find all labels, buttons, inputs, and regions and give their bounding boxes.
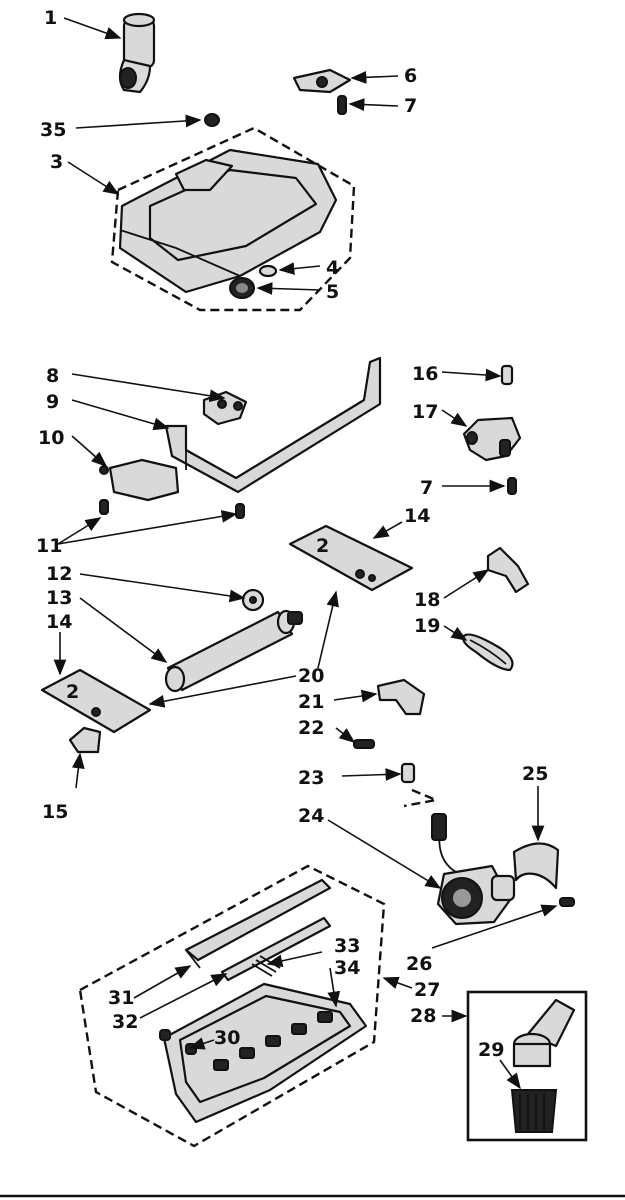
callout-30: 30 bbox=[214, 1027, 240, 1049]
part-4-knob bbox=[258, 264, 278, 278]
callout-12: 12 bbox=[46, 563, 72, 585]
part-21-block bbox=[376, 678, 426, 716]
part-11-screws bbox=[99, 499, 245, 519]
callout-27: 27 bbox=[414, 979, 440, 1001]
part-26-screw bbox=[559, 897, 575, 907]
part-16-screw bbox=[500, 364, 514, 386]
callout-33: 33 bbox=[334, 935, 360, 957]
callout-31: 31 bbox=[108, 987, 134, 1009]
part-29-dusting-brush bbox=[510, 998, 576, 1133]
callout-24: 24 bbox=[298, 805, 324, 827]
callout-labels: 1 35 3 6 7 4 5 8 9 10 11 16 17 7 14 12 1… bbox=[36, 7, 548, 1061]
callout-20: 20 bbox=[298, 665, 324, 687]
part-22-pin bbox=[353, 739, 375, 749]
part-12-bearing bbox=[241, 588, 265, 612]
callout-14-upper: 14 bbox=[404, 505, 430, 527]
part-3-hood bbox=[110, 126, 356, 312]
callout-13: 13 bbox=[46, 587, 72, 609]
part-15-latch bbox=[68, 726, 102, 754]
part-27-base-plate bbox=[78, 864, 386, 1148]
part-14-plate-lower: 2 bbox=[40, 668, 152, 734]
callout-17: 17 bbox=[412, 401, 438, 423]
part-23-clip bbox=[400, 762, 416, 784]
callout-26: 26 bbox=[406, 953, 432, 975]
callout-32: 32 bbox=[112, 1011, 138, 1033]
part-28-tool-box bbox=[466, 990, 588, 1142]
callout-8: 8 bbox=[46, 365, 59, 387]
callout-7-top: 7 bbox=[404, 95, 417, 117]
callout-1: 1 bbox=[44, 7, 57, 29]
part-35-nut bbox=[204, 113, 220, 127]
callout-3: 3 bbox=[50, 151, 63, 173]
part-13-brush-roll bbox=[164, 609, 303, 693]
part-19-belt bbox=[462, 633, 514, 672]
callout-14-lower: 14 bbox=[46, 611, 72, 633]
callout-16: 16 bbox=[412, 363, 438, 385]
callout-25: 25 bbox=[522, 763, 548, 785]
part-7-screw-top bbox=[337, 95, 347, 115]
callout-9: 9 bbox=[46, 391, 59, 413]
callout-35: 35 bbox=[40, 119, 66, 141]
callout-23: 23 bbox=[298, 767, 324, 789]
callout-29: 29 bbox=[478, 1039, 504, 1061]
callout-11: 11 bbox=[36, 535, 62, 557]
part-14-plate-upper: 2 bbox=[288, 524, 414, 592]
part-18-plate bbox=[486, 546, 530, 594]
part-24-motor bbox=[403, 788, 516, 926]
callout-6: 6 bbox=[404, 65, 417, 87]
plate-label-upper: 2 bbox=[316, 535, 329, 557]
callout-28: 28 bbox=[410, 1005, 436, 1027]
callout-5: 5 bbox=[326, 281, 339, 303]
part-25-cover bbox=[512, 842, 560, 890]
plate-label-lower: 2 bbox=[66, 681, 79, 703]
callout-34: 34 bbox=[334, 957, 360, 979]
part-31-rail bbox=[184, 878, 332, 969]
callout-4: 4 bbox=[326, 257, 339, 279]
callout-7-right: 7 bbox=[420, 477, 433, 499]
part-6-bracket bbox=[292, 68, 352, 94]
part-10-bracket bbox=[99, 458, 180, 502]
callout-19: 19 bbox=[414, 615, 440, 637]
callout-21: 21 bbox=[298, 691, 324, 713]
part-7-screw-right bbox=[507, 477, 517, 495]
leader-lines bbox=[53, 17, 558, 1090]
callout-10: 10 bbox=[38, 427, 64, 449]
part-5-wheel bbox=[229, 277, 255, 299]
part-8-clip bbox=[202, 390, 248, 426]
part-9-bail-handle bbox=[164, 356, 382, 494]
callout-18: 18 bbox=[414, 589, 440, 611]
part-1-elbow bbox=[118, 12, 156, 94]
callout-22: 22 bbox=[298, 717, 324, 739]
callout-15: 15 bbox=[42, 801, 68, 823]
part-17-pivot bbox=[462, 416, 522, 462]
